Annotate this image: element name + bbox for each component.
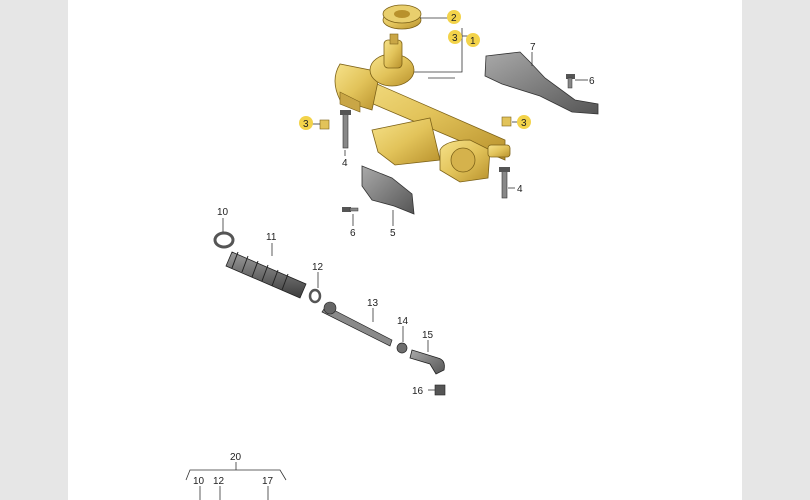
callout-16[interactable]: 16 [412,386,424,397]
leader-lines [185,17,588,500]
callout-3-right[interactable]: 3 [521,118,527,129]
nut-right[interactable] [501,116,512,127]
bolt-left[interactable] [340,110,351,149]
tie-rod[interactable] [321,301,393,347]
bolt-shield[interactable] [566,74,575,89]
clamp-ring-large[interactable] [213,231,235,249]
callout-20-sub-12[interactable]: 12 [213,476,225,487]
callout-20-sub-10[interactable]: 10 [193,476,205,487]
heat-shield[interactable] [484,51,599,115]
nut-left[interactable] [319,119,330,130]
callout-10[interactable]: 10 [217,207,229,218]
callout-13[interactable]: 13 [367,298,379,309]
callout-7[interactable]: 7 [530,42,536,53]
bracket[interactable] [361,165,415,215]
callout-12[interactable]: 12 [312,262,324,273]
callout-1[interactable]: 1 [470,36,476,47]
bellows-boot[interactable] [225,251,307,299]
callout-4-right[interactable]: 4 [517,184,523,195]
steering-rack[interactable] [334,33,511,183]
callout-6-top[interactable]: 6 [589,76,595,87]
callout-20[interactable]: 20 [230,452,242,463]
callout-5[interactable]: 5 [390,228,396,239]
callout-3-left[interactable]: 3 [303,119,309,130]
damper-ring[interactable] [382,4,422,30]
callout-6-bottom[interactable]: 6 [350,228,356,239]
clamp-ring-small[interactable] [308,288,322,304]
callout-14[interactable]: 14 [397,316,409,327]
callout-highlights [299,10,531,130]
bolt-right[interactable] [499,167,510,199]
bolt-bracket[interactable] [342,207,359,212]
callout-2[interactable]: 2 [451,13,457,24]
tie-rod-end[interactable] [409,349,445,375]
callout-15[interactable]: 15 [422,330,434,341]
callout-20-sub-17[interactable]: 17 [262,476,274,487]
ball-joint-nut[interactable] [434,384,446,396]
callout-3-top[interactable]: 3 [452,33,458,44]
callout-4-left[interactable]: 4 [342,158,348,169]
tie-rod-nut[interactable] [396,342,408,354]
callout-11[interactable]: 11 [266,232,277,243]
